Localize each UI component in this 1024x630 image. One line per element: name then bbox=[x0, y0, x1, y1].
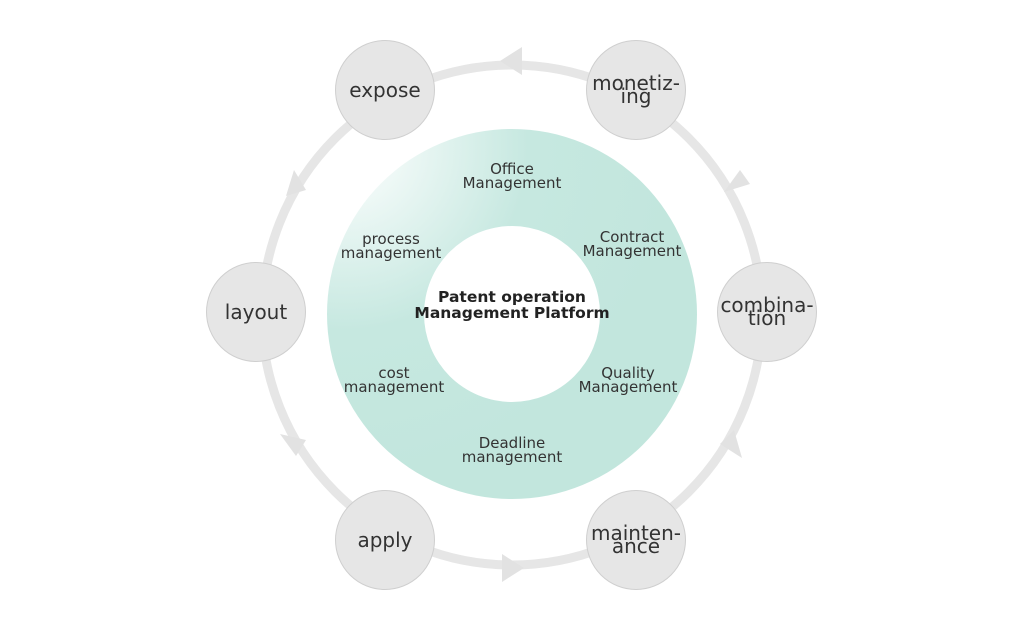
segment-label-line1: Quality bbox=[601, 364, 655, 382]
node-monetizing: monetiz- ing bbox=[586, 40, 686, 140]
segment-label-line1: process bbox=[362, 230, 420, 248]
node-label: apply bbox=[357, 527, 413, 552]
segment-label-line1: Contract bbox=[599, 228, 665, 246]
node-label-line2: ing bbox=[620, 84, 652, 108]
segment-deadline-management: Deadline management bbox=[461, 434, 563, 466]
platform-title: Patent operation Management Platform bbox=[414, 289, 609, 321]
arrow-icon bbox=[286, 170, 306, 196]
node-apply: apply bbox=[335, 490, 435, 590]
node-label: expose bbox=[349, 77, 421, 102]
node-maintenance: mainten- ance bbox=[586, 490, 686, 590]
segment-label-line1: Deadline bbox=[478, 434, 546, 452]
node-label: layout bbox=[224, 299, 288, 324]
arrow-icon bbox=[500, 47, 522, 75]
node-label-line1: mainten- bbox=[590, 521, 681, 545]
segment-cost-management: cost management bbox=[343, 364, 445, 396]
arrow-icon bbox=[724, 170, 750, 192]
segment-label-line2: Management bbox=[578, 378, 678, 396]
segment-quality-management: Quality Management bbox=[578, 364, 678, 396]
arrow-icon bbox=[280, 434, 306, 456]
node-layout: layout bbox=[206, 262, 306, 362]
segment-process-management: process management bbox=[340, 230, 442, 262]
node-expose: expose bbox=[335, 40, 435, 140]
segment-label-line2: management bbox=[340, 244, 442, 262]
donut-hole bbox=[424, 226, 600, 402]
segment-contract-management: Contract Management bbox=[582, 228, 682, 260]
segment-label-line2: management bbox=[343, 378, 445, 396]
segment-label-line2: management bbox=[461, 448, 563, 466]
segment-label-line1: Office bbox=[490, 160, 534, 178]
segment-label-line2: Management bbox=[462, 174, 562, 192]
node-label-line1: combina- bbox=[720, 293, 814, 317]
node-label-line1: monetiz- bbox=[592, 71, 680, 95]
segment-office-management: Office Management bbox=[462, 160, 562, 192]
node-combination: combina- tion bbox=[717, 262, 817, 362]
arrow-icon bbox=[720, 430, 742, 458]
node-label-line2: tion bbox=[747, 306, 787, 330]
platform-title-line2: Management Platform bbox=[414, 304, 610, 322]
arrow-icon bbox=[502, 554, 524, 582]
segment-label-line1: cost bbox=[378, 364, 410, 382]
segment-label-line2: Management bbox=[582, 242, 682, 260]
node-label-line2: ance bbox=[611, 534, 661, 558]
platform-title-line1: Patent operation bbox=[438, 288, 586, 306]
